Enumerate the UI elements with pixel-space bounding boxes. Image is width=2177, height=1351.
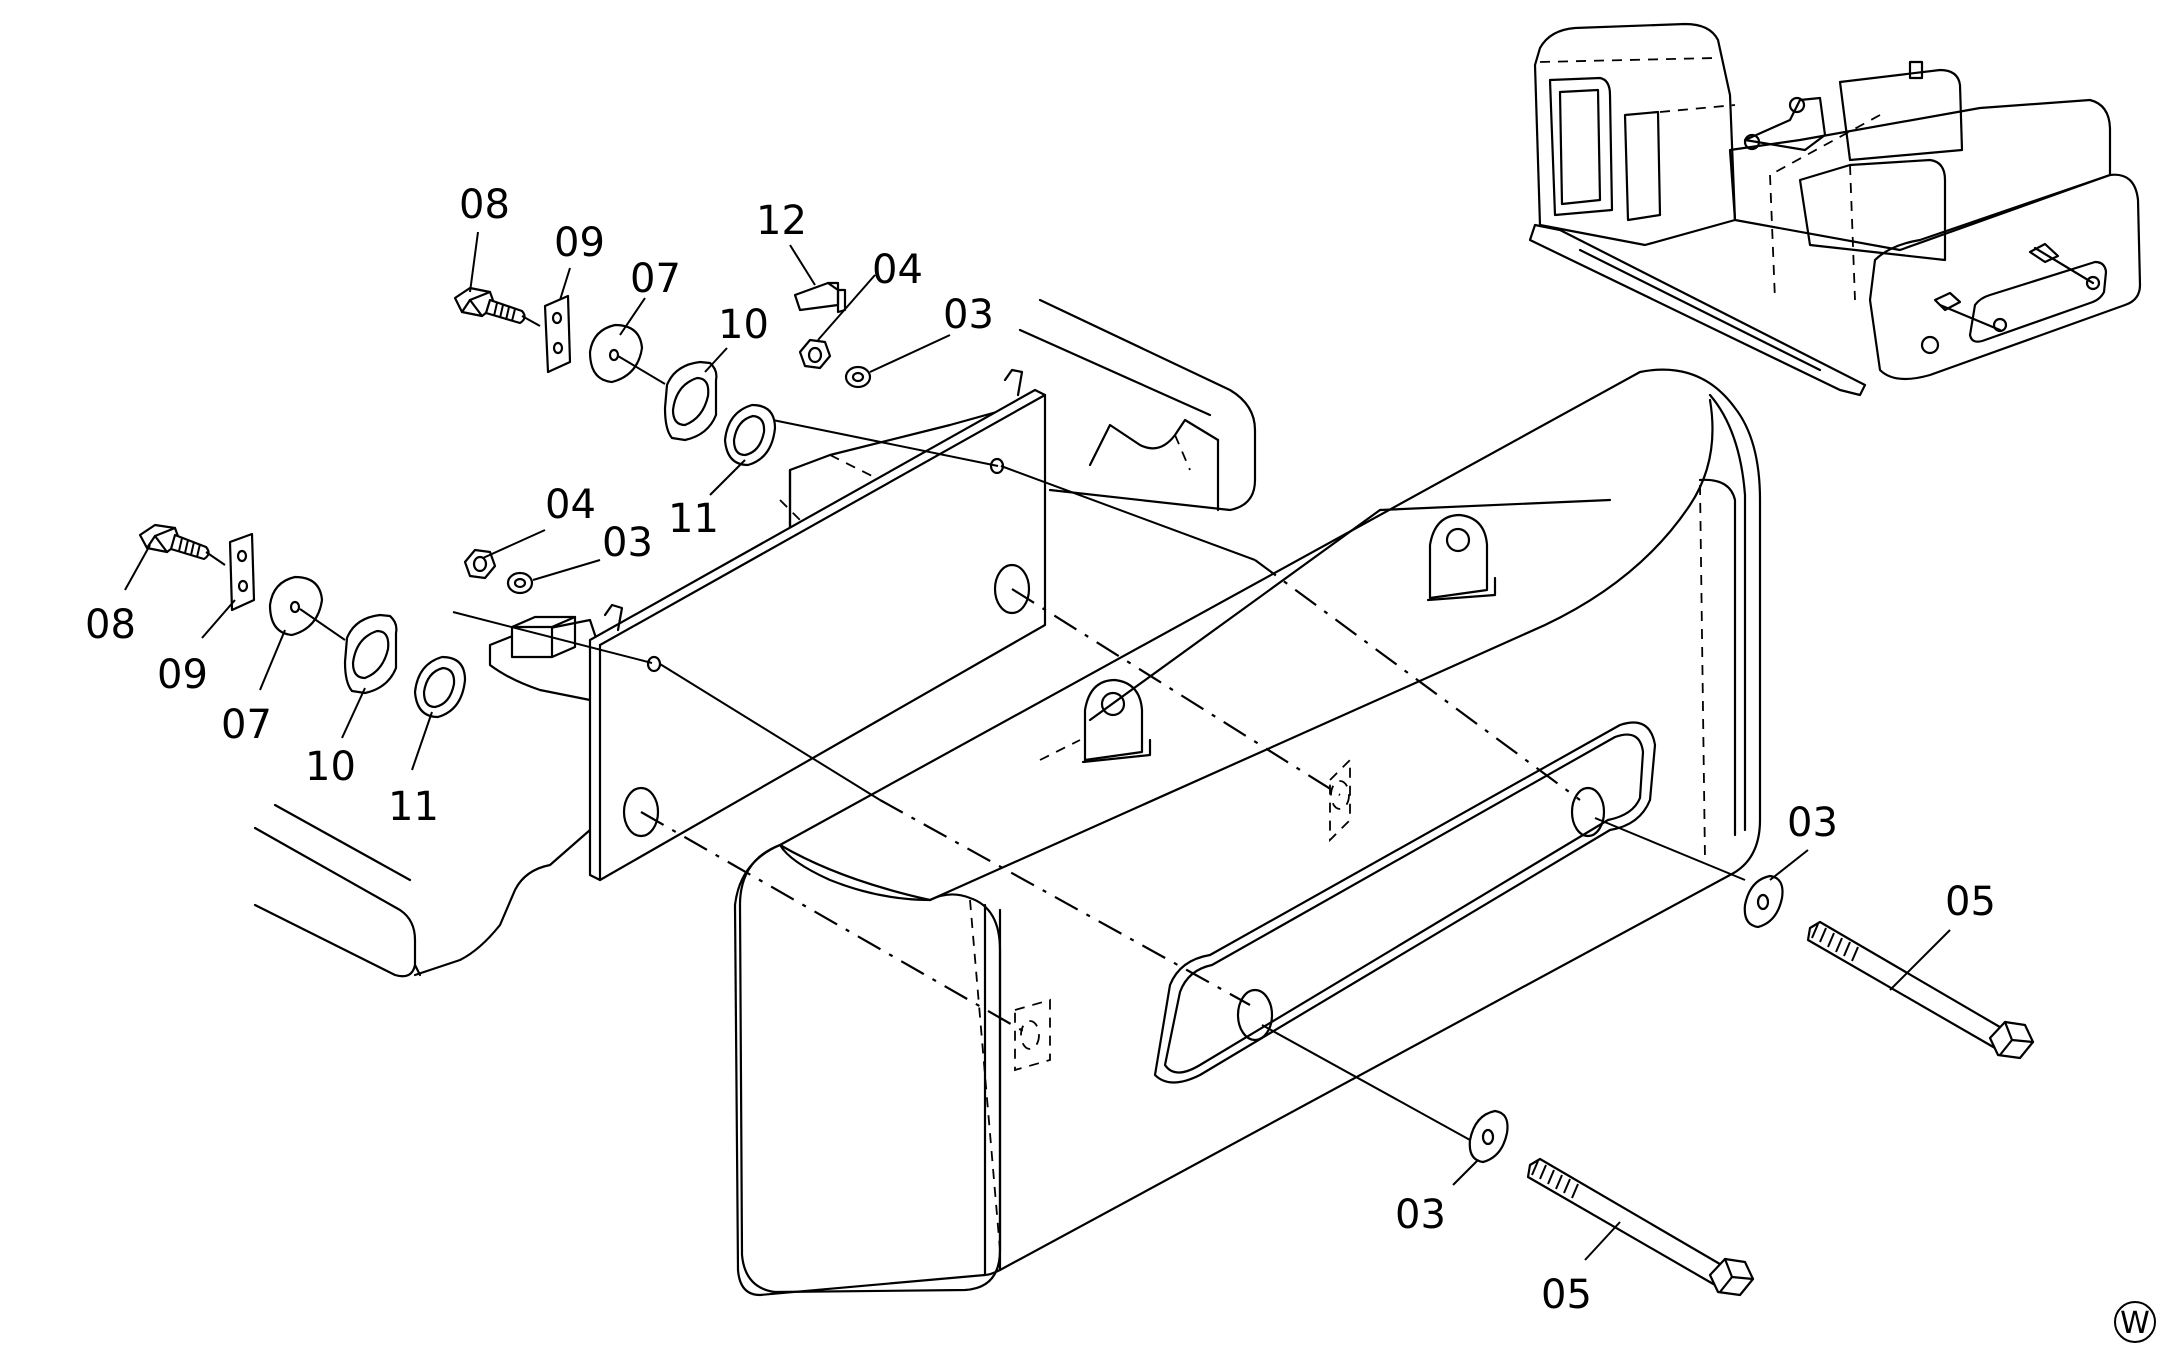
leader-lines <box>124 231 1951 1261</box>
callout-04-lower: 04 <box>545 482 596 528</box>
excavator-thumbnail <box>1528 22 2142 397</box>
long-bolts <box>1468 874 2035 1297</box>
bolt-05-upper <box>1806 920 2035 1060</box>
shim-10-lower <box>343 613 398 695</box>
callout-09-upper: 09 <box>554 220 605 266</box>
callout-11-lower: 11 <box>388 784 439 830</box>
callout-09-lower: 09 <box>157 652 208 698</box>
lower-hardware <box>138 523 534 719</box>
callout-10-upper: 10 <box>718 302 769 348</box>
corner-mark-letter: W <box>2120 1306 2150 1341</box>
callout-10-lower: 10 <box>305 744 356 790</box>
assembly-lines <box>452 417 1746 1141</box>
bolt-08-lower <box>138 523 226 566</box>
callout-05-upper: 05 <box>1945 879 1996 925</box>
bracket-12 <box>793 281 847 314</box>
callout-08-upper: 08 <box>459 182 510 228</box>
washer-03-right-upper <box>1743 874 1784 929</box>
callout-03-right-upper: 03 <box>1787 800 1838 846</box>
callout-07-upper: 07 <box>630 256 681 302</box>
washer-03-upper <box>844 365 872 389</box>
callout-08-lower: 08 <box>85 602 136 648</box>
callout-labels: 08 09 07 10 12 04 03 11 04 03 08 09 07 1… <box>85 182 1996 1318</box>
callout-03-right-lower: 03 <box>1395 1192 1446 1238</box>
counterweight-body <box>733 368 1762 1297</box>
callout-12: 12 <box>756 198 807 244</box>
mounting-plate <box>488 368 1047 882</box>
washer-03-right-lower <box>1468 1109 1509 1164</box>
corner-mark: W <box>2114 1301 2156 1343</box>
callout-04-upper: 04 <box>872 247 923 293</box>
shim-11-lower <box>413 655 467 719</box>
frame-rails <box>253 298 1257 978</box>
upper-hardware <box>453 281 872 467</box>
shim-10-upper <box>663 360 718 442</box>
washer-03-lower <box>506 571 534 595</box>
callout-03-upper: 03 <box>943 292 994 338</box>
callout-05-lower: 05 <box>1541 1272 1592 1318</box>
plate-09-lower <box>228 532 256 612</box>
plate-09-upper <box>543 294 572 374</box>
washer-07-lower <box>268 575 346 641</box>
bolt-08-upper <box>453 286 541 327</box>
bolt-05-lower <box>1526 1157 1755 1297</box>
nut-04-upper <box>798 338 832 370</box>
callout-03-lower: 03 <box>602 520 653 566</box>
callout-07-lower: 07 <box>221 702 272 748</box>
shim-11-upper <box>723 403 777 467</box>
callout-11-upper: 11 <box>668 496 719 542</box>
washer-07-upper <box>588 323 666 385</box>
